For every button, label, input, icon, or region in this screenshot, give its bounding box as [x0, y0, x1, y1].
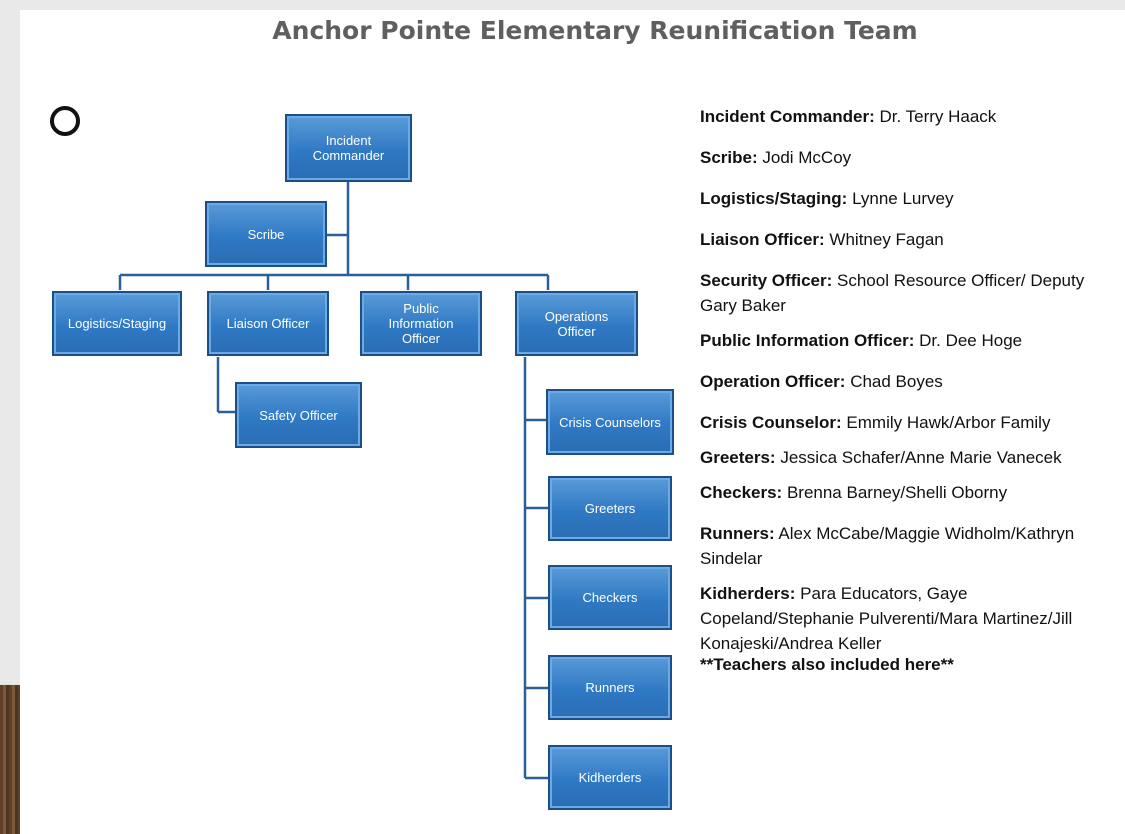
- org-chart-connectors: [118, 178, 550, 780]
- role-item: Public Information Officer: Dr. Dee Hoge: [700, 331, 1023, 350]
- node-liaison-officer: Liaison Officer: [207, 291, 329, 356]
- background-top: [0, 0, 1125, 10]
- node-operations-officer: Operations Officer: [515, 291, 638, 356]
- node-public-information-officer: Public Information Officer: [360, 291, 482, 356]
- node-crisis-counselors: Crisis Counselors: [546, 389, 674, 455]
- node-logistics-staging: Logistics/Staging: [52, 291, 182, 356]
- teachers-note: **Teachers also included here**: [700, 655, 954, 674]
- node-greeters: Greeters: [548, 476, 672, 541]
- node-kidherders: Kidherders: [548, 745, 672, 810]
- role-item: Greeters: Jessica Schafer/Anne Marie Van…: [700, 448, 1062, 467]
- slide-title: Anchor Pointe Elementary Reunification T…: [272, 16, 918, 45]
- bullet-circle-icon: [50, 106, 80, 136]
- roles-list: Incident Commander: Dr. Terry Haack Scri…: [700, 104, 1120, 677]
- role-item: Incident Commander: Dr. Terry Haack: [700, 107, 997, 126]
- role-item: Liaison Officer: Whitney Fagan: [700, 230, 944, 249]
- background-left: [0, 0, 20, 834]
- node-runners: Runners: [548, 655, 672, 720]
- role-item: Runners: Alex McCabe/Maggie Widholm/Kath…: [700, 524, 1075, 568]
- slide: Anchor Pointe Elementary Reunification T…: [20, 10, 1125, 834]
- role-item: Operation Officer: Chad Boyes: [700, 372, 943, 391]
- role-item: Crisis Counselor: Emmily Hawk/Arbor Fami…: [700, 413, 1051, 432]
- role-item: Logistics/Staging: Lynne Lurvey: [700, 189, 954, 208]
- role-item: Checkers: Brenna Barney/Shelli Oborny: [700, 483, 1008, 502]
- background-wood: [0, 685, 20, 834]
- role-item: Kidherders: Para Educators, Gaye Copelan…: [700, 584, 1073, 653]
- node-safety-officer: Safety Officer: [235, 382, 362, 448]
- node-incident-commander: Incident Commander: [285, 114, 412, 182]
- node-scribe: Scribe: [205, 201, 327, 267]
- role-item: Scribe: Jodi McCoy: [700, 148, 852, 167]
- role-item: Security Officer: School Resource Office…: [700, 271, 1085, 315]
- node-checkers: Checkers: [548, 565, 672, 630]
